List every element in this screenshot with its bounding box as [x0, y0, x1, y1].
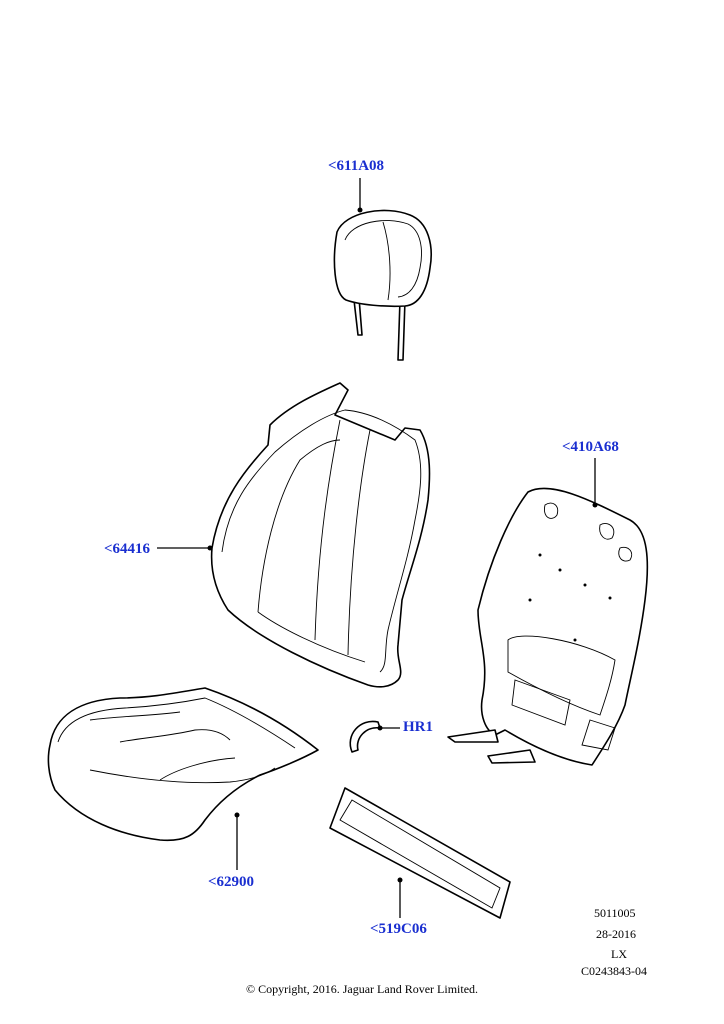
headrest-part[interactable] — [333, 209, 432, 361]
reference-model: LX — [611, 947, 627, 961]
reference-code: C0243843-04 — [581, 964, 647, 978]
reference-number: 5011005 — [594, 906, 636, 920]
backrest-cover-part[interactable] — [210, 382, 431, 688]
cushion-callout[interactable]: <62900 — [208, 874, 255, 890]
support-mat-callout[interactable]: <519C06 — [370, 921, 427, 937]
support-mat-part[interactable] — [329, 787, 511, 919]
copyright-notice: © Copyright, 2016. Jaguar Land Rover Lim… — [245, 982, 479, 996]
back-panel-part[interactable] — [447, 487, 649, 766]
back-panel-callout[interactable]: <410A68 — [562, 439, 619, 455]
reference-date: 28-2016 — [596, 927, 636, 941]
leader-lines — [157, 178, 598, 918]
backrest-cover-callout[interactable]: <64416 — [104, 541, 151, 557]
cushion-part[interactable] — [47, 687, 319, 842]
clip-part[interactable] — [349, 720, 381, 753]
headrest-callout[interactable]: <611A08 — [328, 158, 385, 174]
clip-callout[interactable]: HR1 — [403, 719, 433, 735]
